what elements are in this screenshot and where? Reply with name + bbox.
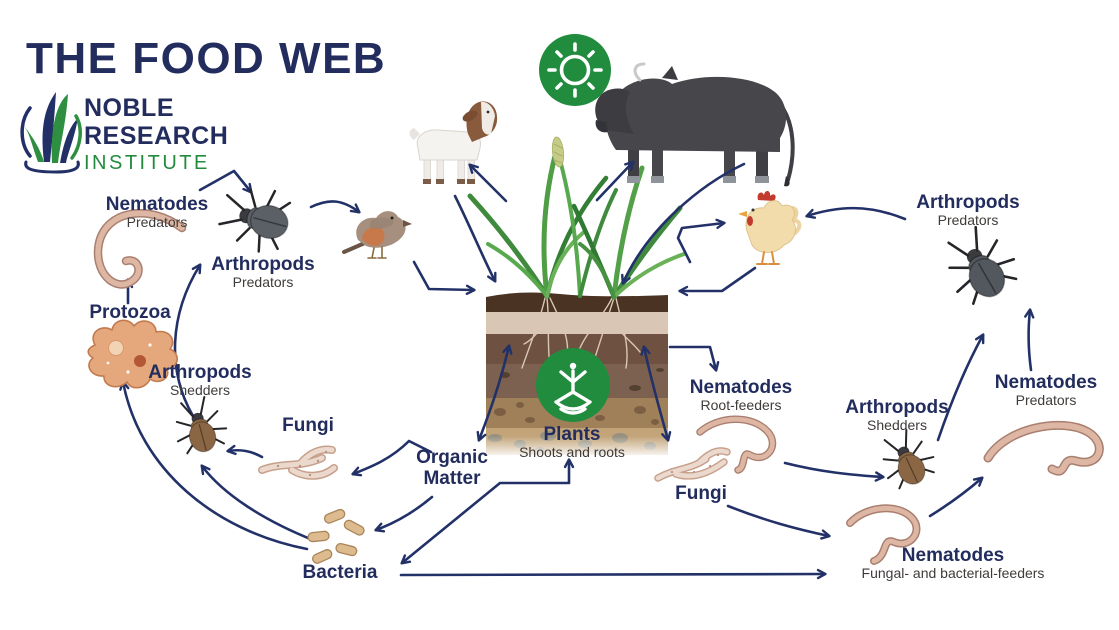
arrow-goat-to-soil — [453, 194, 497, 283]
arrow-roots-to-nematodes-root-feeders — [668, 345, 720, 372]
wheat-spike — [551, 136, 565, 168]
cow-illustration — [595, 62, 795, 187]
label-fungi-left: Fungi — [282, 415, 334, 436]
sun-icon — [539, 34, 611, 106]
arrow-arthropods-shedders-left-to-arthropods-predators-left — [173, 263, 202, 418]
label-nematodes-fungal-bacterial: Nematodes Fungal- and bacterial-feeders — [861, 545, 1045, 582]
arrow-arthropods-shedders-right-to-arthropods-predators-right — [936, 333, 985, 442]
label-arthropods-shedders-left: Arthropods Shedders — [148, 362, 252, 399]
goat-illustration — [409, 101, 498, 184]
label-arthropods-shedders-right: Arthropods Shedders — [845, 397, 949, 434]
arrow-bacteria-to-protozoa — [119, 380, 309, 551]
dark-beetle-illustration-right — [932, 217, 1027, 313]
arrow-arthropods-predators-right-to-chicken — [805, 206, 907, 221]
nematode-worm-illustration-left — [93, 209, 187, 289]
plant-icon — [536, 348, 610, 422]
label-bacteria: Bacteria — [302, 562, 378, 583]
label-organic-matter: Organic Matter — [416, 447, 488, 490]
dark-beetle-illustration-left — [214, 178, 297, 259]
arrow-bacteria-plants-exchange — [400, 458, 575, 565]
logo-name-mid: RESEARCH — [84, 122, 229, 150]
label-nematodes-root-feeders: Nematodes Root-feeders — [689, 377, 793, 414]
fungal-hyphae-illustration-right — [654, 447, 731, 482]
arrow-soil-fungi-right-exchange — [640, 345, 672, 442]
nematode-worm-illustration-fungal-bacterial — [846, 504, 921, 565]
label-plants: Plants Shoots and roots — [519, 424, 625, 461]
arrow-plants-to-chicken — [676, 218, 726, 264]
arrow-nematodes-fungal-bacterial-to-nematodes-predators-right — [928, 476, 984, 518]
page-title: THE FOOD WEB — [26, 34, 387, 83]
arrows — [119, 160, 1035, 580]
label-nematodes-predators-right: Nematodes Predators — [994, 372, 1098, 409]
brown-beetle-illustration-left — [167, 392, 232, 459]
noble-grass-logo-icon — [20, 92, 82, 174]
label-fungi-right: Fungi — [675, 483, 727, 504]
label-arthropods-predators-left: Arthropods Predators — [211, 254, 315, 291]
logo-name-bottom: INSTITUTE — [84, 152, 210, 174]
arrow-nematodes-predators-left-to-arthropods-predators-left — [198, 169, 253, 194]
chicken-illustration — [738, 190, 802, 265]
bird-illustration — [342, 211, 412, 259]
arrow-chicken-to-soil — [678, 266, 757, 297]
label-nematodes-predators-left: Nematodes Predators — [105, 194, 209, 231]
arrow-nematodes-predators-right-to-arthropods-predators-right — [1024, 308, 1035, 372]
arrow-nematodes-root-feeders-to-arthropods-shedders-right — [783, 461, 885, 482]
protozoa-illustration — [87, 319, 178, 389]
arrow-fungi-left-to-arthropods-shedders-left — [226, 444, 264, 459]
fungal-hyphae-illustration-left — [258, 445, 338, 480]
noble-research-institute-logo: NOBLE RESEARCH INSTITUTE — [84, 94, 229, 174]
arrow-plants-to-cow — [595, 160, 635, 202]
brown-beetle-illustration-right — [871, 423, 942, 495]
arrow-bacteria-to-arthropods-shedders-left — [200, 464, 315, 542]
label-protozoa: Protozoa — [89, 302, 171, 323]
label-arthropods-predators-right: Arthropods Predators — [916, 192, 1020, 229]
arrow-bird-to-soil — [412, 260, 476, 296]
logo-name-top: NOBLE — [84, 94, 174, 122]
grass-plant-illustration — [467, 136, 686, 300]
nematode-worm-illustration-predator-right — [983, 420, 1104, 476]
nematode-worm-illustration-root-feeder — [696, 415, 777, 474]
arrow-fungi-right-to-nematodes-fungal-bacterial — [726, 504, 831, 540]
bacteria-rods-illustration — [307, 508, 365, 564]
arrow-arthropods-predators-left-to-bird — [309, 200, 361, 214]
arrow-organic-matter-to-fungi-left — [351, 439, 433, 477]
arrow-bacteria-to-nematodes-fungal-bacterial — [399, 568, 827, 580]
arrow-plants-to-goat — [468, 163, 508, 203]
arrow-soil-organic-matter-exchange — [476, 344, 513, 442]
arrow-organic-matter-to-bacteria — [374, 495, 434, 533]
arrow-cow-to-soil — [621, 162, 746, 285]
